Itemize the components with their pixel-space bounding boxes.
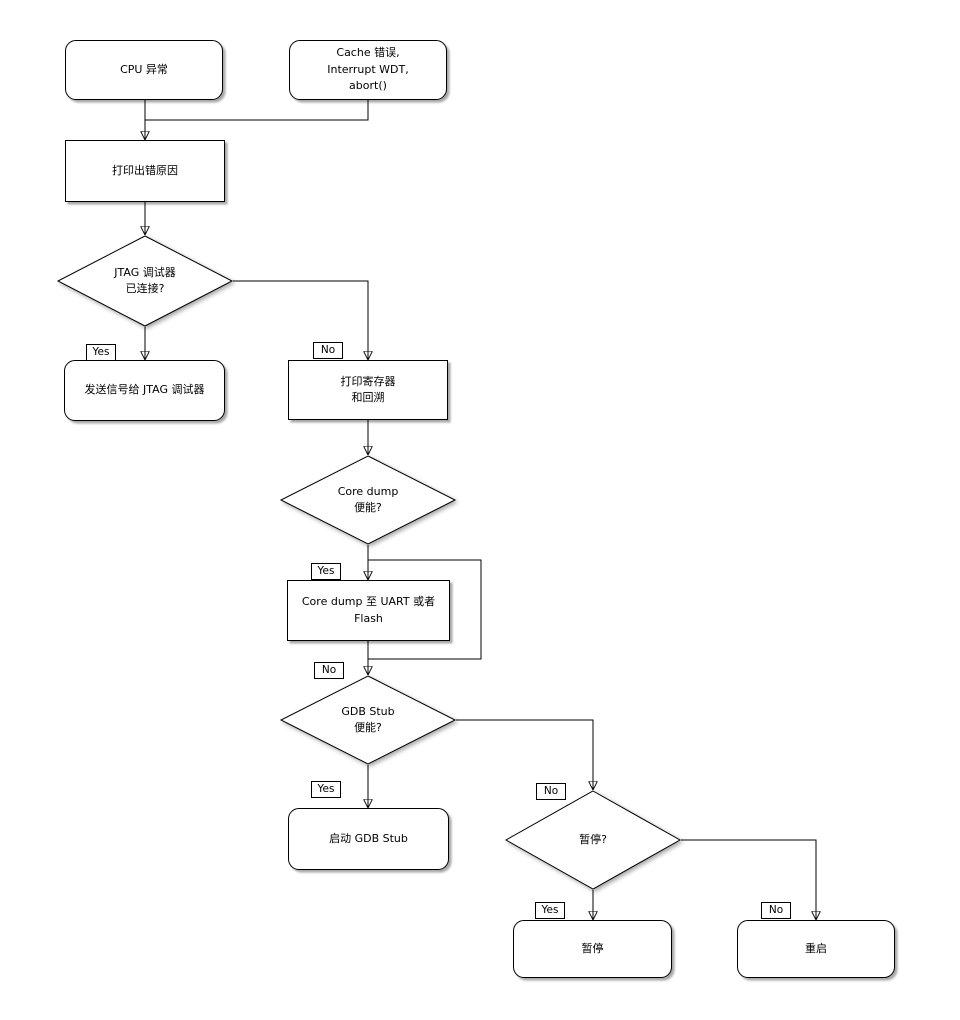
node-label: 打印出错原因: [112, 163, 178, 177]
node-print-error-reason: 打印出错原因: [65, 140, 225, 202]
node-pause-decision: 暂停?: [504, 790, 682, 890]
node-cache-error: Cache 错误, Interrupt WDT, abort(): [289, 40, 447, 100]
edge-cache-merge: [145, 100, 369, 121]
diamond-shape: [279, 675, 457, 765]
branch-label-gdbstub-no: No: [536, 783, 566, 800]
branch-label-jtag-no: No: [313, 342, 343, 359]
node-coredump-to-uart-flash: Core dump 至 UART 或者 Flash: [287, 580, 450, 641]
node-start-gdbstub: 启动 GDB Stub: [288, 808, 449, 870]
diamond-shape: [279, 455, 457, 545]
node-label: GDB Stub 便能?: [341, 704, 395, 735]
branch-label-pause-no: No: [761, 902, 791, 919]
node-jtag-connected-decision: JTAG 调试器 已连接?: [56, 235, 234, 327]
branch-label-coredump-no: No: [314, 662, 344, 679]
node-gdbstub-enabled-decision: GDB Stub 便能?: [279, 675, 457, 765]
branch-label-coredump-yes: Yes: [311, 563, 341, 580]
node-send-signal-jtag: 发送信号给 JTAG 调试器: [64, 360, 225, 421]
node-label: 暂停?: [579, 832, 607, 846]
branch-label-jtag-yes: Yes: [86, 344, 116, 361]
node-label: 启动 GDB Stub: [329, 831, 408, 845]
edge-coredump-no-bypass: [368, 559, 482, 660]
node-label: 发送信号给 JTAG 调试器: [84, 383, 205, 397]
node-restart: 重启: [737, 920, 895, 978]
edge-pause-no: [681, 839, 816, 920]
node-label: 打印寄存器 和回溯: [340, 374, 396, 405]
node-cpu-exception: CPU 异常: [65, 40, 223, 100]
diamond-shape: [504, 790, 682, 890]
node-label: 暂停: [581, 941, 604, 955]
node-coredump-enabled-decision: Core dump 便能?: [279, 455, 457, 545]
edge-jtag-no: [233, 280, 368, 360]
branch-label-gdbstub-yes: Yes: [311, 781, 341, 798]
node-label: CPU 异常: [120, 62, 168, 76]
branch-label-pause-yes: Yes: [535, 902, 565, 919]
node-label: Core dump 便能?: [337, 484, 399, 515]
edge-gdbstub-no: [456, 719, 593, 790]
diamond-shape: [56, 235, 234, 327]
node-label: JTAG 调试器 已连接?: [114, 265, 176, 296]
node-label: Cache 错误, Interrupt WDT, abort(): [327, 46, 409, 93]
node-label: Core dump 至 UART 或者 Flash: [301, 595, 436, 625]
node-pause: 暂停: [513, 920, 672, 978]
node-label: 重启: [805, 941, 827, 955]
node-print-registers: 打印寄存器 和回溯: [288, 360, 448, 420]
